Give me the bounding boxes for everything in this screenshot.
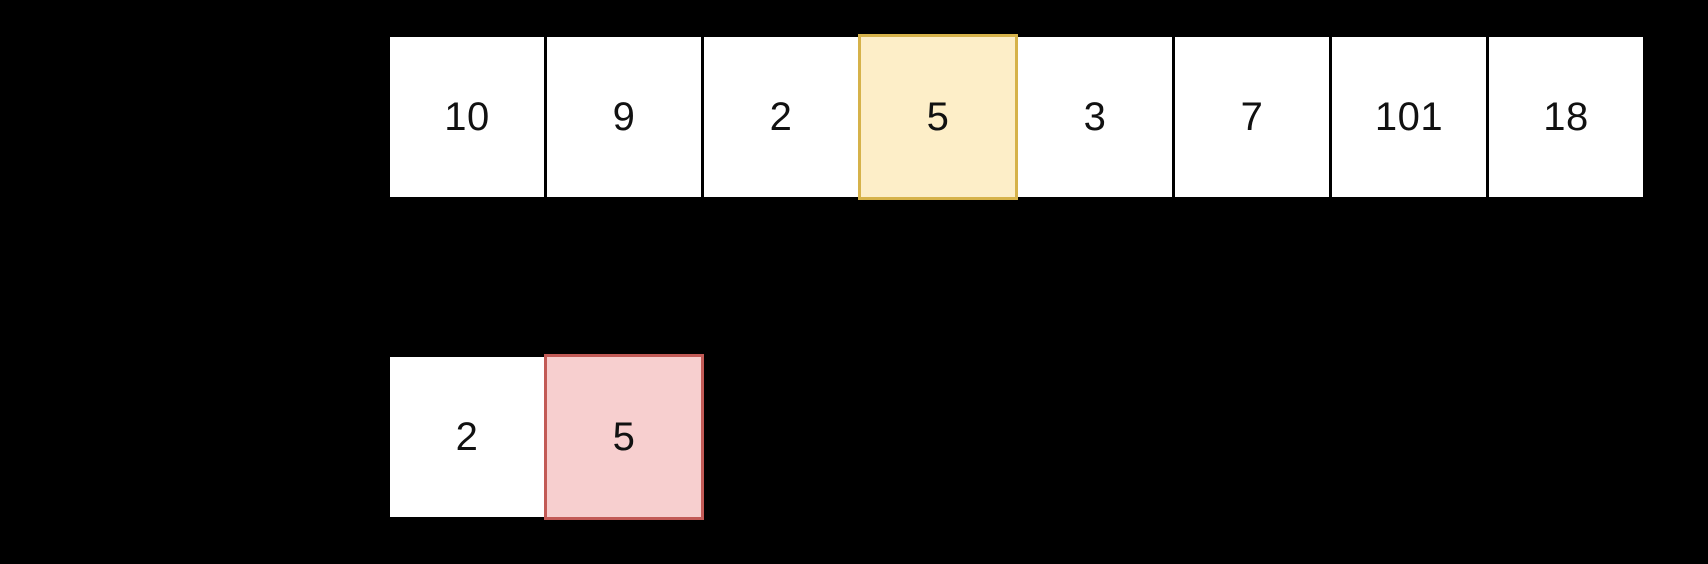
array-cell[interactable]: 2 — [387, 354, 547, 520]
array-cell[interactable]: 3 — [1015, 34, 1175, 200]
array-cell[interactable]: 7 — [1172, 34, 1332, 200]
array-cell-value: 10 — [444, 95, 490, 139]
array-cell-value: 2 — [455, 415, 479, 459]
array-cell-highlighted-pink[interactable]: 5 — [544, 354, 704, 520]
array-row-main: 10 9 2 5 3 7 101 18 — [387, 34, 1646, 200]
array-cell-value: 5 — [926, 95, 950, 139]
array-cell-value: 2 — [769, 95, 793, 139]
array-cell[interactable]: 10 — [387, 34, 547, 200]
array-cell[interactable]: 9 — [544, 34, 704, 200]
array-row-sorted-subarray: 2 5 — [387, 354, 704, 520]
array-cell-value: 7 — [1240, 95, 1264, 139]
array-cell-value: 5 — [612, 415, 636, 459]
array-cell-value: 18 — [1543, 95, 1589, 139]
array-cell[interactable]: 101 — [1329, 34, 1489, 200]
array-cell[interactable]: 2 — [701, 34, 861, 200]
array-cell-value: 3 — [1083, 95, 1107, 139]
array-cell[interactable]: 18 — [1486, 34, 1646, 200]
array-cell-value: 101 — [1374, 95, 1444, 139]
array-cell-highlighted-yellow[interactable]: 5 — [858, 34, 1018, 200]
array-cell-value: 9 — [612, 95, 636, 139]
